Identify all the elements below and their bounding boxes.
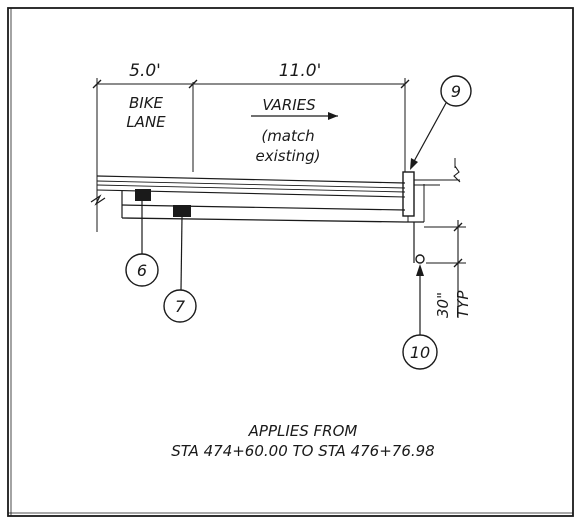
dimension-tick-right xyxy=(400,79,410,89)
marker-6-block xyxy=(135,189,151,201)
note-station-range: STA 474+60.00 TO STA 476+76.98 xyxy=(171,442,434,460)
callout-9-circle xyxy=(440,75,472,107)
dimension-varies-width: 11.0' xyxy=(279,61,322,81)
callout-7-leader xyxy=(180,216,183,291)
callout-7-circle xyxy=(163,289,197,323)
callout-9-label: 9 xyxy=(451,82,461,101)
callout-10-arrowhead xyxy=(416,264,424,276)
label-varies: VARIES xyxy=(262,96,316,114)
curb-structure xyxy=(402,158,461,263)
label-match: (match xyxy=(261,127,314,145)
callout-7-label: 7 xyxy=(175,297,186,316)
callout-9-arrowhead xyxy=(410,158,418,170)
marker-7-block xyxy=(173,205,191,217)
callout-9-leader xyxy=(411,102,447,166)
callout-10-label: 10 xyxy=(410,343,430,362)
dimension-tick-left xyxy=(92,79,102,89)
sheet-border xyxy=(7,7,574,517)
depth-tick-top xyxy=(453,222,463,232)
depth-dimension-note: TYP xyxy=(454,290,472,318)
conduit-circle xyxy=(415,254,425,264)
depth-tick-bottom xyxy=(453,258,463,268)
note-applies-from: APPLIES FROM xyxy=(248,422,358,440)
label-bike: BIKE xyxy=(129,94,164,112)
callout-6-label: 6 xyxy=(137,261,147,280)
pavement-section xyxy=(90,175,406,223)
dimension-bike-lane-width: 5.0' xyxy=(129,61,161,81)
label-existing: existing) xyxy=(255,147,320,165)
label-lane: LANE xyxy=(126,113,166,131)
dimension-tick-mid xyxy=(188,79,198,89)
depth-dimension-value: 30" xyxy=(434,292,452,318)
varies-arrowhead xyxy=(328,112,338,120)
